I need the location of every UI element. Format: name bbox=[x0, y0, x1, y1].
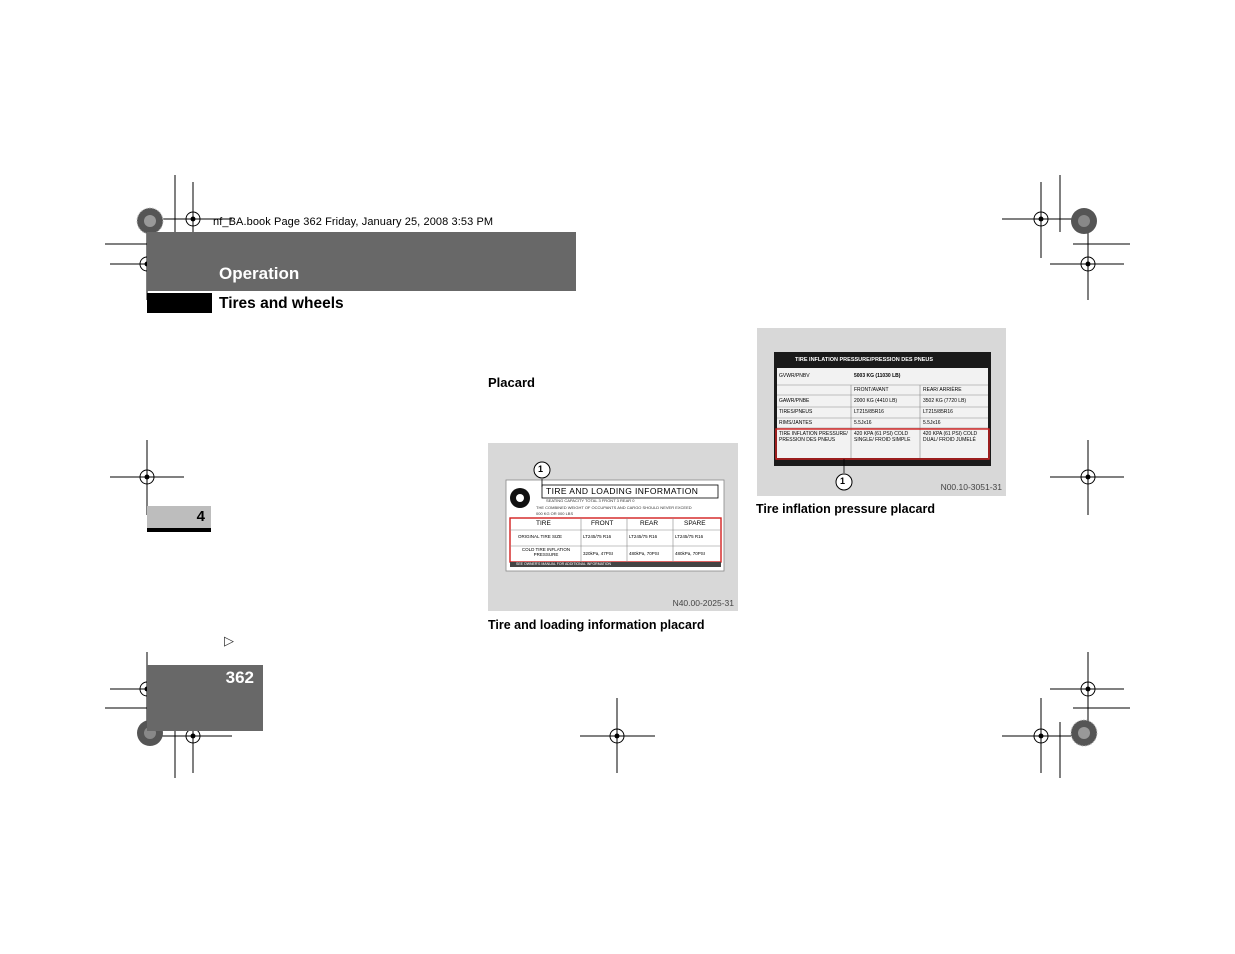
page-number-box bbox=[147, 665, 263, 731]
figure2-pressure-rear: 420 KPA (61 PSI) COLD DUAL/ FROID JUMELÉ bbox=[923, 431, 978, 443]
figure2-tires-rear: LT215/85R16 bbox=[923, 409, 953, 415]
chapter-number: 4 bbox=[196, 508, 205, 525]
figure2-caption: Tire inflation pressure placard bbox=[756, 502, 935, 516]
figure2-gawr-label: GAWR/PNBE bbox=[779, 398, 810, 404]
figure1-row2-spare: 480kPa, 70PSI bbox=[675, 551, 706, 556]
section-title: Tires and wheels bbox=[219, 295, 344, 312]
figure2-callout: 1 bbox=[840, 476, 846, 486]
figure1-weight-note: THE COMBINED WEIGHT OF OCCUPANTS AND CAR… bbox=[536, 505, 692, 510]
figure1-footer: SEE OWNER'S MANUAL FOR ADDITIONAL INFORM… bbox=[516, 562, 612, 566]
figure1-row2-rear: 480kPa, 70PSI bbox=[629, 551, 660, 556]
tire-loading-placard-image bbox=[505, 461, 725, 572]
figure2-tires-front: LT215/85R16 bbox=[854, 409, 884, 415]
figure1-header-front: FRONT bbox=[591, 520, 614, 527]
figure1-caption: Tire and loading information placard bbox=[488, 618, 705, 632]
figure2-tires-label: TIRES/PNEUS bbox=[779, 409, 813, 415]
figure-tire-loading: 1 TIRE AND LOADING INFORMATION SEATING C… bbox=[488, 443, 738, 611]
figure1-callout: 1 bbox=[538, 464, 544, 474]
tire-inflation-placard-image bbox=[774, 352, 991, 491]
figure1-row1-label: ORIGINAL TIRE SIZE bbox=[518, 534, 563, 539]
figure2-gawr-rear: 3502 KG (7720 LB) bbox=[923, 398, 967, 404]
page-number: 362 bbox=[225, 668, 254, 687]
figure1-label-title: TIRE AND LOADING INFORMATION bbox=[546, 486, 699, 496]
figure2-gawr-front: 2000 KG (4410 LB) bbox=[854, 398, 898, 404]
figure2-rims-front: 5.5Jx16 bbox=[854, 420, 872, 426]
figure1-weight-value: 000 KG OR 000 LBS bbox=[536, 511, 574, 516]
continue-marker: ▷ bbox=[224, 633, 234, 648]
placard-heading: Placard bbox=[488, 375, 535, 390]
header-bar bbox=[147, 232, 576, 291]
figure-tire-inflation: 1 TIRE INFLATION PRESSURE/PRESSION DES P… bbox=[757, 328, 1006, 496]
section-marker bbox=[147, 293, 212, 313]
figure2-code: N00.10-3051-31 bbox=[940, 482, 1002, 492]
figure2-pressure-front: 420 KPA (61 PSI) COLD SINGLE/ FROID SIMP… bbox=[854, 431, 911, 443]
figure2-label-title: TIRE INFLATION PRESSURE/PRESSION DES PNE… bbox=[795, 357, 934, 363]
file-info: nf_BA.book Page 362 Friday, January 25, … bbox=[213, 216, 494, 228]
figure1-header-rear: REAR bbox=[640, 520, 659, 527]
figure2-front-header: FRONT/AVANT bbox=[854, 387, 889, 393]
figure1-code: N40.00-2025-31 bbox=[672, 598, 734, 608]
page-title: Operation bbox=[219, 264, 300, 283]
figure1-row2-label: COLD TIRE INFLATION PRESSURE bbox=[521, 547, 571, 557]
figure2-rims-rear: 5.5Jx16 bbox=[923, 420, 941, 426]
figure1-header-tire: TIRE bbox=[536, 520, 551, 527]
figure1-row2-front: 320kPa, 47PSI bbox=[583, 551, 614, 556]
figure2-gvwr-value: 5003 KG (11030 LB) bbox=[854, 373, 901, 379]
figure1-row1-front: LT245/75 R16 bbox=[583, 534, 612, 539]
figure2-gvwr-label: GVWR/PNBV bbox=[779, 373, 810, 379]
figure1-header-spare: SPARE bbox=[684, 520, 706, 527]
figure2-rims-label: RIMS/JANTES bbox=[779, 420, 813, 426]
figure2-pressure-label: TIRE INFLATION PRESSURE/ PRESSION DES PN… bbox=[779, 431, 848, 443]
figure1-seating: SEATING CAPACITY TOTAL 3 FRONT 3 REAR 0 bbox=[546, 498, 635, 503]
figure2-rear-header: REAR/ ARRIÈRE bbox=[923, 387, 962, 393]
figure1-row1-rear: LT245/75 R16 bbox=[629, 534, 658, 539]
chapter-tab bbox=[147, 506, 211, 532]
figure1-row1-spare: LT245/75 R16 bbox=[675, 534, 704, 539]
